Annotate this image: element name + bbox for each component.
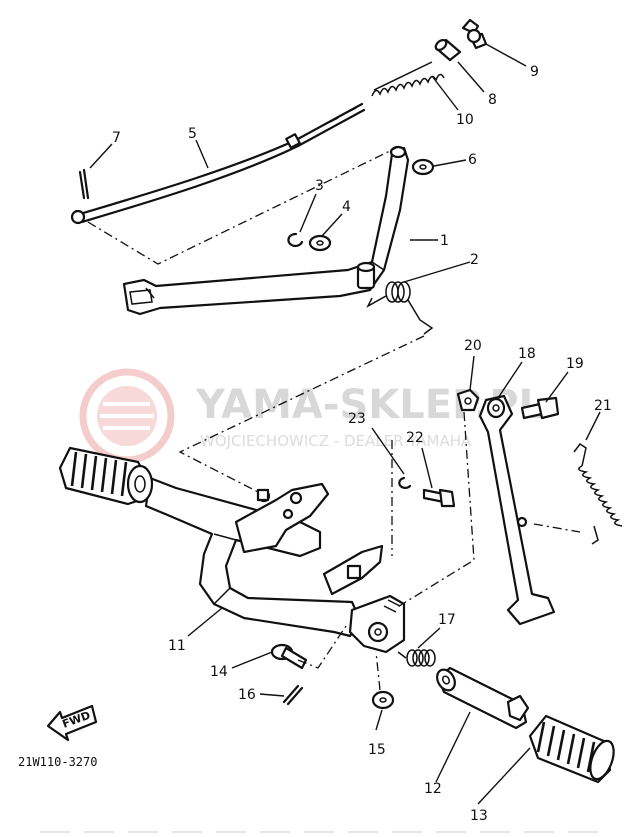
part-21-stand-spring — [573, 442, 623, 545]
part-8-collar — [434, 38, 462, 62]
callout-19: 19 — [566, 356, 584, 372]
part-6-washer — [411, 158, 435, 176]
callout-7: 7 — [112, 130, 121, 146]
callout-5: 5 — [188, 126, 197, 142]
left-footpeg-rubber — [58, 446, 154, 506]
part-22-bolt — [422, 488, 456, 508]
part-13-footpeg-rubber — [528, 714, 615, 784]
callout-20: 20 — [464, 338, 482, 354]
callout-17: 17 — [438, 612, 456, 628]
part-12-footrest-shaft — [436, 666, 530, 730]
part-7-cotter-pin — [78, 168, 90, 200]
part-9-wing-nut — [461, 18, 488, 50]
part-5-brake-rod — [70, 102, 366, 225]
part-19-bolt — [520, 396, 560, 420]
callout-8: 8 — [488, 92, 497, 108]
callout-1: 1 — [440, 233, 449, 249]
callout-6: 6 — [468, 152, 477, 168]
callout-23: 23 — [348, 411, 366, 427]
assembly-line — [395, 411, 475, 609]
part-18-sidestand — [478, 394, 556, 626]
part-3-circlip — [287, 232, 304, 248]
part-10-spring — [371, 61, 445, 97]
callout-18: 18 — [518, 346, 536, 362]
callout-15: 15 — [368, 742, 386, 758]
callout-9: 9 — [530, 64, 539, 80]
part-1-brake-pedal — [122, 145, 410, 316]
callout-22: 22 — [406, 430, 424, 446]
assembly-line — [533, 523, 581, 533]
callout-2: 2 — [470, 252, 479, 268]
assembly-line — [178, 335, 425, 495]
callout-16: 16 — [238, 687, 256, 703]
callout-13: 13 — [470, 808, 488, 824]
watermark-logo — [79, 368, 175, 464]
assembly-line — [375, 651, 381, 691]
part-14-pin — [270, 643, 308, 670]
callout-12: 12 — [424, 781, 442, 797]
part-20-nut — [456, 388, 480, 412]
watermark-subtitle: WOJCIECHOWICZ - DEALER YAMAHA — [200, 432, 472, 450]
callout-3: 3 — [315, 178, 324, 194]
part-11-footrest-bar — [144, 476, 406, 654]
fwd-arrow-icon: FWD — [46, 704, 98, 742]
callout-14: 14 — [210, 664, 228, 680]
part-2-pedal-spring — [366, 281, 434, 335]
part-23-clip — [398, 476, 412, 489]
assembly-line — [87, 147, 397, 265]
callout-4: 4 — [342, 199, 351, 215]
callout-11: 11 — [168, 638, 186, 654]
part-17-spring — [397, 649, 436, 667]
part-16-cotter-pin — [282, 684, 304, 706]
leader-lines — [89, 43, 601, 805]
drawing-code: 21W110-3270 — [18, 755, 97, 769]
assembly-line — [297, 625, 347, 669]
callout-21: 21 — [594, 398, 612, 414]
callout-10: 10 — [456, 112, 474, 128]
part-15-washer — [371, 690, 395, 710]
part-4-washer — [308, 234, 332, 252]
